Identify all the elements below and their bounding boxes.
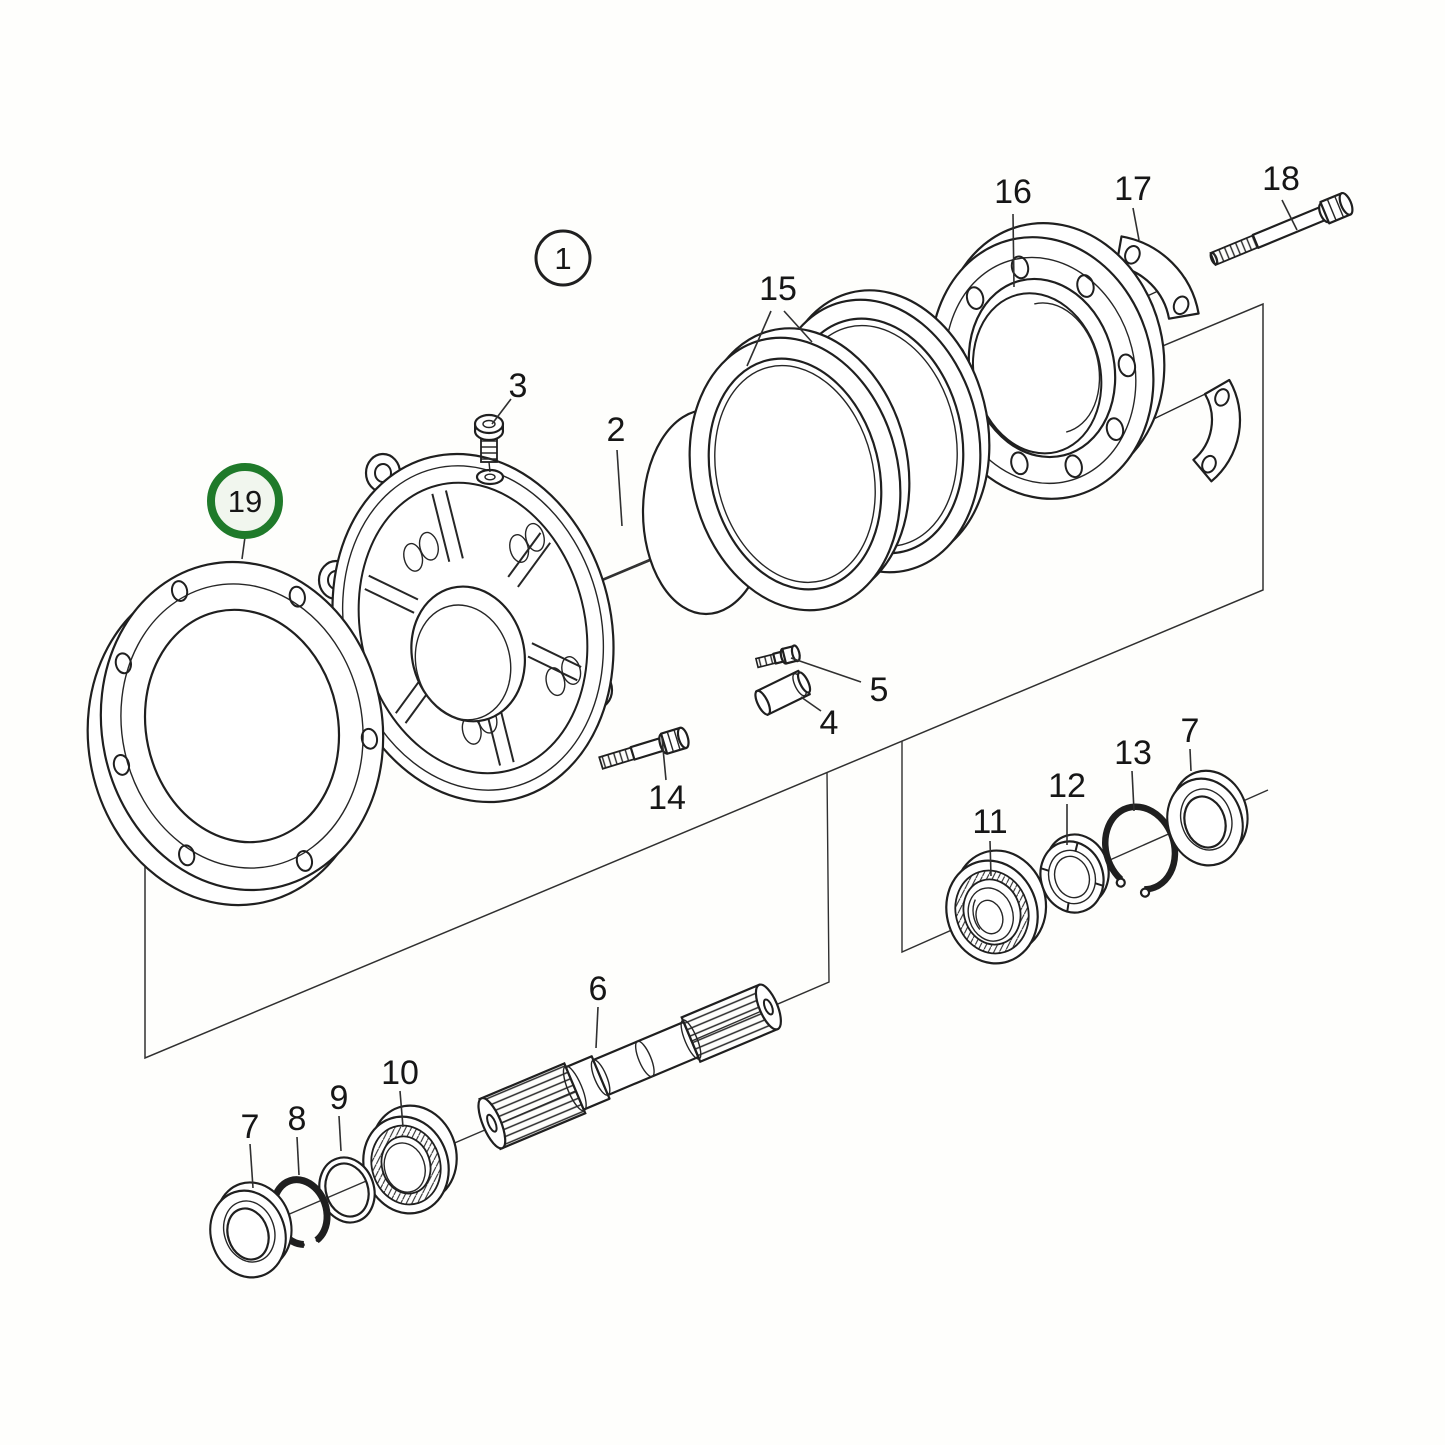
part-9-ring: [318, 1156, 376, 1224]
callout-2: 2: [607, 411, 626, 449]
callout-1-assembly: 1: [534, 229, 592, 287]
callout-17: 17: [1114, 170, 1152, 208]
segment-hole: [1201, 454, 1217, 474]
callout-8: 8: [288, 1100, 307, 1138]
callout-leaders: [241, 199, 1298, 1189]
callout-12: 12: [1048, 767, 1086, 805]
callout-11: 11: [972, 803, 1007, 841]
part-4-pin: [754, 669, 812, 716]
callout-19-highlighted: 19: [207, 463, 283, 539]
callout-7-left: 7: [241, 1108, 260, 1146]
part-7-washer-left: [209, 1181, 293, 1279]
housing-screw-boss: [475, 468, 505, 486]
part-11-bearing: [945, 849, 1048, 965]
callout-18: 18: [1262, 160, 1300, 198]
callout-3: 3: [509, 367, 528, 405]
part-19-cover-ring: [86, 560, 385, 907]
segment-hole: [1124, 245, 1141, 265]
callout-4: 4: [820, 704, 839, 742]
part-17-lock-segment-lower: [1192, 378, 1242, 483]
housing-center-bore: [410, 585, 527, 723]
segment-hole: [1172, 295, 1190, 316]
callout-19-label: 19: [228, 484, 262, 519]
segment-hole: [1214, 388, 1230, 407]
cover-ring-holes: [112, 580, 379, 872]
callout-16: 16: [994, 173, 1032, 211]
bearing-group-axis-line: [901, 741, 1269, 954]
callout-9: 9: [330, 1079, 349, 1117]
part-15-ring-front: [688, 327, 911, 612]
part-14-bolt: [598, 726, 690, 770]
part-6-shaft: [477, 983, 782, 1151]
callout-13: 13: [1114, 734, 1152, 772]
part-17-lock-segment-upper: [1115, 235, 1200, 320]
part-13-circlip: [1102, 803, 1179, 898]
callout-7-right: 7: [1181, 712, 1200, 750]
part-7-washer-right: [1166, 769, 1249, 867]
callout-6: 6: [589, 970, 608, 1008]
callout-15: 15: [759, 270, 797, 308]
callout-1-label: 1: [554, 241, 571, 276]
part-2-housing-flange: [331, 452, 615, 804]
housing-bosses: [403, 522, 582, 745]
callout-10: 10: [381, 1054, 419, 1092]
callout-5: 5: [870, 671, 889, 709]
callout-14: 14: [648, 779, 686, 817]
part-3-plug-screw: [473, 413, 505, 473]
part-12-lock-nut: [1039, 833, 1110, 914]
part-10-bearing: [362, 1104, 458, 1215]
part-18-bolt: [1209, 191, 1354, 267]
callout-labels: 1 19 2 3 4 5 6 7 8 9 10 11 12 13 7 14 15…: [207, 160, 1300, 1146]
